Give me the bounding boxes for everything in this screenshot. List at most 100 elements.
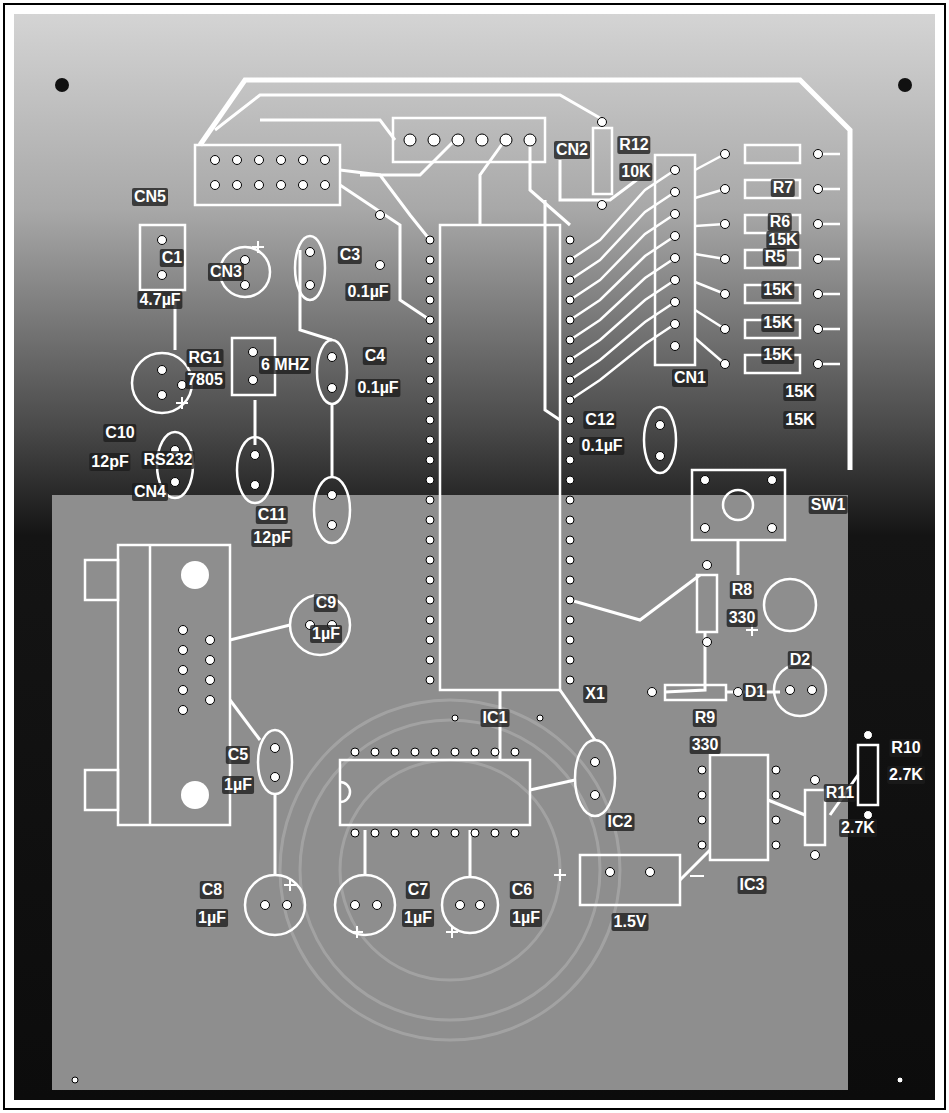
ic-package <box>440 225 560 690</box>
solder-pad <box>373 901 382 910</box>
solder-pad <box>206 676 215 685</box>
part-label: 1µF <box>310 625 342 643</box>
solder-pad <box>671 210 680 219</box>
part-label: SW1 <box>809 496 848 514</box>
solder-pad <box>648 688 657 697</box>
copper-trace <box>768 800 805 815</box>
solder-pad <box>814 150 823 159</box>
part-label: 15K <box>783 383 816 401</box>
part-label: D1 <box>743 683 767 701</box>
solder-pad <box>426 456 434 464</box>
ic-package <box>710 755 768 860</box>
solder-pad <box>426 316 434 324</box>
part-label: C6 <box>510 881 534 899</box>
solder-pad <box>271 744 280 753</box>
solder-pad <box>426 536 434 544</box>
solder-pad <box>814 220 823 229</box>
solder-pad <box>566 356 574 364</box>
solder-pad <box>321 156 330 165</box>
part-label: C12 <box>583 411 616 429</box>
outer-frame <box>4 4 945 1109</box>
solder-pad <box>431 829 439 837</box>
solder-pad <box>426 396 434 404</box>
copper-trace <box>300 250 332 340</box>
copper-trace <box>469 830 472 877</box>
part-label: IC1 <box>481 709 510 727</box>
copper-trace <box>260 120 395 140</box>
solder-pad <box>811 851 820 860</box>
header-connector <box>393 118 545 162</box>
mounting-hole <box>55 78 69 92</box>
part-label: 6 MHZ <box>259 356 311 374</box>
solder-pad <box>411 829 419 837</box>
solder-pad <box>391 748 399 756</box>
part-label: R9 <box>693 709 717 727</box>
solder-pad <box>721 255 730 264</box>
solder-pad <box>701 524 710 533</box>
solder-pad <box>321 181 330 190</box>
solder-pad <box>171 478 180 487</box>
solder-pad <box>179 706 188 715</box>
solder-pad <box>351 829 359 837</box>
solder-pad <box>897 1077 903 1083</box>
solder-pad <box>606 868 615 877</box>
solder-pad <box>721 360 730 369</box>
solder-pad <box>371 748 379 756</box>
solder-pad <box>404 134 416 146</box>
part-label: 330 <box>727 609 758 627</box>
solder-pad <box>671 232 680 241</box>
solder-pad <box>426 636 434 644</box>
solder-pad <box>241 281 250 290</box>
board <box>14 14 935 1100</box>
resistor-symbol <box>593 128 612 194</box>
solder-pad <box>411 748 419 756</box>
solder-pad <box>249 348 258 357</box>
copper-trace <box>570 192 675 280</box>
solder-pad <box>814 360 823 369</box>
solder-pad <box>471 829 479 837</box>
solder-pad <box>566 476 574 484</box>
solder-pad <box>233 181 242 190</box>
copper-trace <box>570 236 675 320</box>
part-label: 1µF <box>222 776 254 794</box>
solder-pad <box>206 636 215 645</box>
solder-pad <box>391 829 399 837</box>
solder-pad <box>598 201 607 210</box>
part-label: 1µF <box>196 909 228 927</box>
mounting-hole <box>898 78 912 92</box>
solder-pad <box>251 481 260 490</box>
solder-pad <box>179 686 188 695</box>
solder-pad <box>814 255 823 264</box>
solder-pad <box>426 256 434 264</box>
header-connector <box>195 145 340 205</box>
solder-pad <box>721 325 730 334</box>
solder-pad <box>566 336 574 344</box>
part-label: CN4 <box>132 483 168 501</box>
part-label: IC2 <box>606 813 635 831</box>
solder-pad <box>524 134 536 146</box>
solder-pad <box>211 181 220 190</box>
solder-pad <box>721 220 730 229</box>
connector-body <box>149 545 152 825</box>
part-label: 12pF <box>89 453 130 471</box>
switch-actuator <box>723 490 753 520</box>
solder-pad <box>452 715 458 721</box>
copper-trace <box>331 405 334 478</box>
copper-trace <box>200 80 850 470</box>
part-label: 10K <box>619 163 652 181</box>
solder-pad <box>566 276 574 284</box>
solder-pad <box>452 134 464 146</box>
resistor-symbol <box>858 745 878 805</box>
copper-trace <box>570 324 675 400</box>
resistor-symbol <box>745 145 800 163</box>
solder-pad <box>158 271 167 280</box>
solder-pad <box>591 791 600 800</box>
polarity-mark <box>351 926 363 938</box>
solder-pad <box>426 656 434 664</box>
solder-pad <box>426 376 434 384</box>
capacitor-symbol <box>335 875 395 935</box>
solder-pad <box>426 276 434 284</box>
part-label: X1 <box>583 685 607 703</box>
solder-pad <box>566 656 574 664</box>
